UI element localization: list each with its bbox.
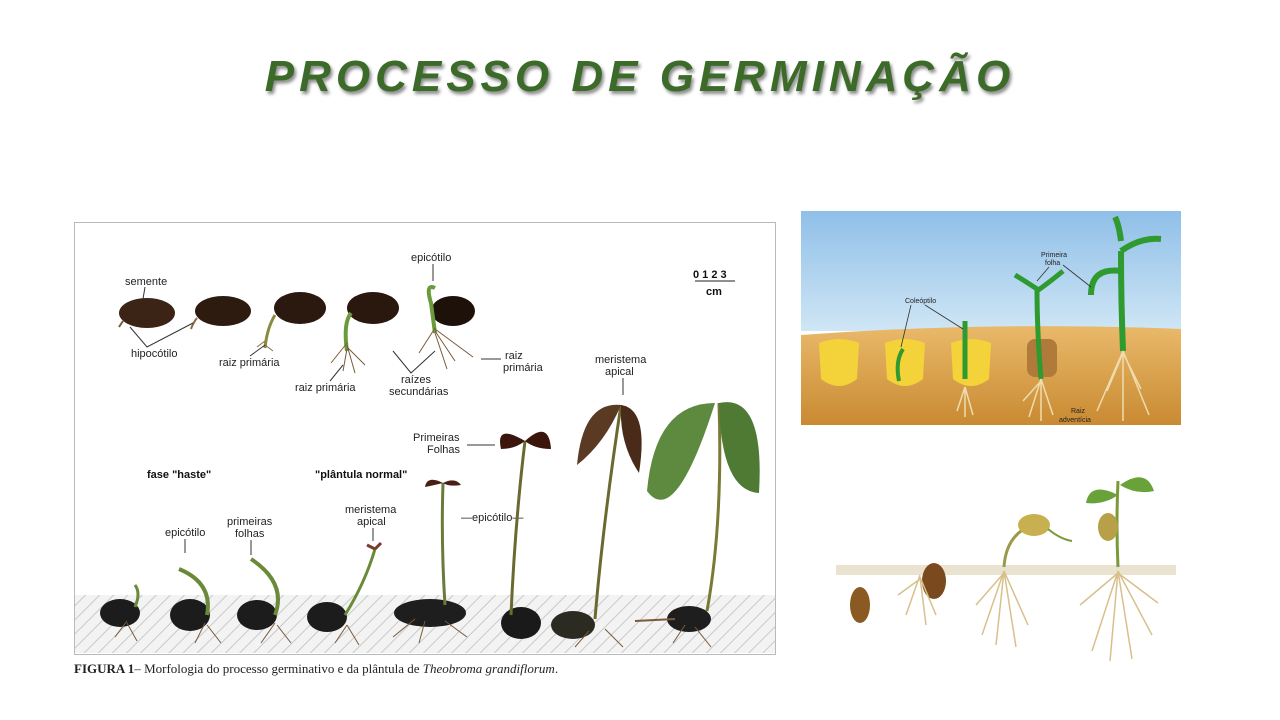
label-raiz: raiz [505,350,523,362]
label-secundarias: secundárias [389,386,449,398]
label-semente: semente [125,276,167,288]
label-coleoptilo: Coleóptilo [905,298,936,305]
figure1-caption: FIGURA 1– Morfologia do processo germina… [74,661,558,677]
label-raiz-adv-1: Raiz [1071,408,1086,415]
label-epicotilo-low: epicótilo [165,527,205,539]
corn-kernel-3 [951,321,991,417]
caption-label: FIGURA 1 [74,661,135,676]
seed-stage-4 [330,292,399,374]
slide-title: PROCESSO DE GERMINAÇÃO [264,52,1016,101]
scale-unit: cm [706,286,722,298]
label-apical-low: apical [357,516,386,528]
label-raizes: raízes [401,374,431,386]
label-plantula-normal: "plântula normal" [315,469,407,481]
seedling-6 [500,431,551,639]
scale-numbers: 0 1 2 3 [693,269,727,281]
figure1-illustration: semente hipocótilo raiz primária raiz pr… [75,252,775,653]
label-primeiras-folhas-2: Folhas [427,444,461,456]
bean-seedling-2 [897,563,946,626]
label-epicotilo-top: epicótilo [411,252,451,264]
corn-seedling-5 [1088,215,1162,421]
caption-species: Theobroma grandiflorum [422,661,555,676]
bean-seedling-4 [1079,477,1159,662]
label-primeira: Primeira [1041,252,1067,259]
label-raiz-primaria-1: raiz primária [219,357,280,369]
seedling-1 [100,584,140,642]
label-raiz-adv-2: adventícia [1059,417,1091,424]
bean-seed-1 [850,587,870,623]
corn-kernel-1 [819,339,859,386]
bean-seedling-3 [975,514,1073,648]
seedling-4 [307,541,383,646]
seed-stage-3 [256,292,326,352]
soil-line [836,565,1176,575]
seed-stage-2 [190,296,251,330]
seedling-2 [170,567,222,644]
label-folha: folha [1045,260,1060,267]
label-primaria: primária [503,362,544,374]
germination-figure-bean [836,455,1176,685]
seedling-5 [392,479,468,644]
label-hipocotilo: hipocótilo [131,348,177,360]
seed-stage-5 [418,285,475,370]
caption-end: . [554,661,559,676]
seedling-8 [634,402,760,648]
label-primeiras: primeiras [227,516,273,528]
corn-kernel-2 [885,339,925,386]
corn-seedling-4 [1013,269,1065,421]
figure2-illustration: Coleóptilo Primeira folha Raiz adventíci… [801,211,1181,425]
seedling-3 [237,557,292,644]
caption-text: – Morfologia do processo germinativo e d… [134,661,423,676]
seed-stage-1 [118,298,175,328]
label-apical: apical [605,366,634,378]
label-raiz-primaria-2: raiz primária [295,382,356,394]
label-epicotilo-mid: —epicótilo— [461,512,523,524]
seedling-7 [551,404,642,648]
figure3-illustration [836,477,1176,662]
label-primeiras-folhas-1: Primeiras [413,432,460,444]
label-meristema-low: meristema [345,504,397,516]
germination-figure-corn: Coleóptilo Primeira folha Raiz adventíci… [801,211,1181,425]
label-meristema: meristema [595,354,647,366]
germination-figure-theobroma: semente hipocótilo raiz primária raiz pr… [74,222,776,655]
label-fase-haste: fase "haste" [147,469,211,481]
label-folhas: folhas [235,528,265,540]
